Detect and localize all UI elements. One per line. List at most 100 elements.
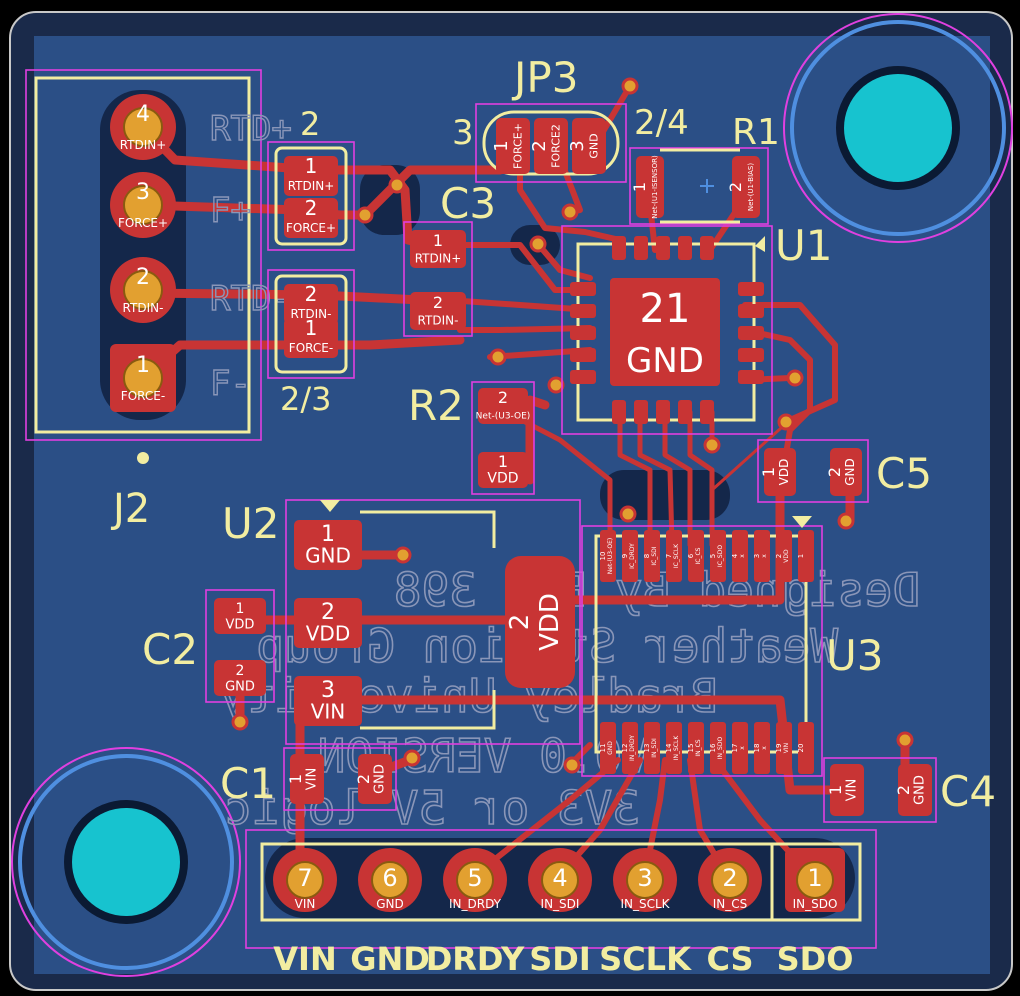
u1-left-pad [570, 282, 596, 296]
jp3-pad-2-num: 2 [529, 140, 550, 151]
j2-pin-num: 1 [136, 353, 150, 378]
u3-top-pad-num: 2 [775, 554, 783, 558]
j1-silk-label: VIN [273, 940, 336, 978]
u2-pad-3-num: 3 [321, 678, 335, 703]
ref-C5: C5 [876, 449, 932, 498]
c1-pad-2 [358, 754, 392, 804]
u3-bot-pad-17 [732, 722, 748, 774]
r1-pad-2-num: 2 [726, 182, 745, 192]
u3-bot-pad-14 [666, 722, 682, 774]
u1-top-pad [634, 236, 648, 260]
j1-pin-net: IN_SDO [793, 897, 838, 911]
jp3-pad-2 [534, 118, 568, 174]
label-f-minus: F- [210, 364, 251, 404]
c4-pad-1-net: VIN [845, 779, 860, 801]
j1-pin-num: 2 [722, 864, 737, 892]
j1-pin-net: VIN [295, 897, 316, 911]
u2-pad-3 [294, 676, 362, 726]
ref-U1: U1 [775, 221, 832, 270]
u1-right-pad [738, 370, 764, 384]
c2-pad-2-net: GND [225, 680, 255, 695]
c3-pad-2-net: RTDIN- [418, 313, 459, 327]
j1-pin-net: IN_SDI [541, 897, 580, 911]
u3-bot-pad-num: 20 [797, 744, 805, 753]
u3-bot-pad-num: 11 [599, 744, 607, 753]
u2-tab-num: 2 [505, 614, 535, 631]
j2-pin-num: 4 [136, 102, 150, 127]
u3-bot-pad-num: 19 [775, 744, 783, 753]
u3-top-pad-1 [798, 530, 814, 582]
u1-right-pad [738, 326, 764, 340]
u3-bot-pad-net: GND [607, 741, 614, 755]
u2-pad-1-num: 1 [321, 522, 335, 547]
u3-bot-pad-13 [644, 722, 660, 774]
u3-top-pad-6 [688, 530, 704, 582]
c5-pad-1 [764, 448, 796, 496]
ref-C2: C2 [142, 625, 198, 674]
u3-top-pad-8 [644, 530, 660, 582]
u1-bottom-pad [612, 400, 626, 424]
u3-top-pad-4 [732, 530, 748, 582]
jp-bot-pad-2 [284, 284, 338, 324]
j1-silk-label: SDO [777, 940, 854, 978]
u3-bot-pad-12 [622, 722, 638, 774]
c4-pad-1 [830, 764, 864, 816]
u3-bot-pad-net: IN_DRDY [629, 735, 636, 761]
c5-pad-1-num: 1 [759, 467, 778, 477]
jp-top-pad-2 [284, 198, 338, 238]
jumper-top-pin-label: 2 [300, 105, 320, 143]
u3-bot-pad-20 [798, 722, 814, 774]
ref-C3: C3 [440, 179, 496, 228]
u3-top-pad-num: 5 [709, 554, 717, 558]
u3-top-pad-net: IC_SDO [717, 545, 724, 567]
jumper-bottom-label: 2/3 [280, 380, 332, 418]
c4-pad-2-num: 2 [894, 785, 913, 795]
c3-pad-1-net: RTDIN+ [415, 251, 462, 265]
u1-top-pad [612, 236, 626, 260]
r1-pad-1-net: Net-(U1-ISENSOR) [651, 155, 659, 219]
u2-pad-2-net: VDD [306, 622, 350, 646]
u3-top-pad-num: 6 [687, 553, 695, 558]
jp3-pad-3-num: 3 [567, 140, 588, 151]
c5-pad-2-num: 2 [825, 467, 844, 477]
u3-top-pad-num: 10 [599, 552, 607, 561]
j1-pin-num: 5 [467, 864, 482, 892]
u3-top-pad-net: x [739, 554, 746, 558]
j1-pin-net: IN_CS [713, 897, 748, 911]
c2-pad-2 [214, 660, 266, 696]
j2-side-labels: RTD+ F+ RTD- F- [209, 108, 292, 404]
j2-pin-num: 3 [136, 180, 150, 205]
c5-pad-2 [830, 448, 862, 496]
u2-tab-pad [505, 556, 575, 688]
jp3-left-label: 3 [452, 113, 474, 153]
c4-pad-2 [898, 764, 932, 816]
j1-silk-label: DRDY [426, 940, 525, 978]
label-f-plus: F+ [210, 191, 251, 231]
back-silk-line5: 3V3 or 5V logic [225, 781, 640, 835]
r1-pad-2 [732, 156, 760, 218]
u3-bot-pad-num: 16 [709, 743, 717, 752]
ref-U2: U2 [222, 499, 279, 548]
u3-top-pad-7 [666, 530, 682, 582]
u2-pad-2-num: 2 [321, 600, 335, 625]
j2-pin-net: FORCE+ [118, 216, 168, 230]
u3-top-pad-9 [622, 530, 638, 582]
j2-pin-net: RTDIN- [123, 301, 164, 315]
u3-bot-pad-num: 15 [687, 744, 695, 753]
c2-pad-1-num: 1 [236, 601, 245, 617]
u3-bot-pad-num: 12 [621, 744, 629, 753]
jp-top-pad-1 [284, 156, 338, 196]
j1-pin-net: IN_SCLK [620, 897, 670, 911]
ref-C1: C1 [220, 759, 276, 808]
j2-pin-num: 2 [136, 265, 150, 290]
r1-pad-1 [636, 156, 664, 218]
u3-bot-pad-11 [600, 722, 616, 774]
u1-top-pad [656, 236, 670, 260]
label-rtd-plus: RTD+ [210, 109, 292, 149]
